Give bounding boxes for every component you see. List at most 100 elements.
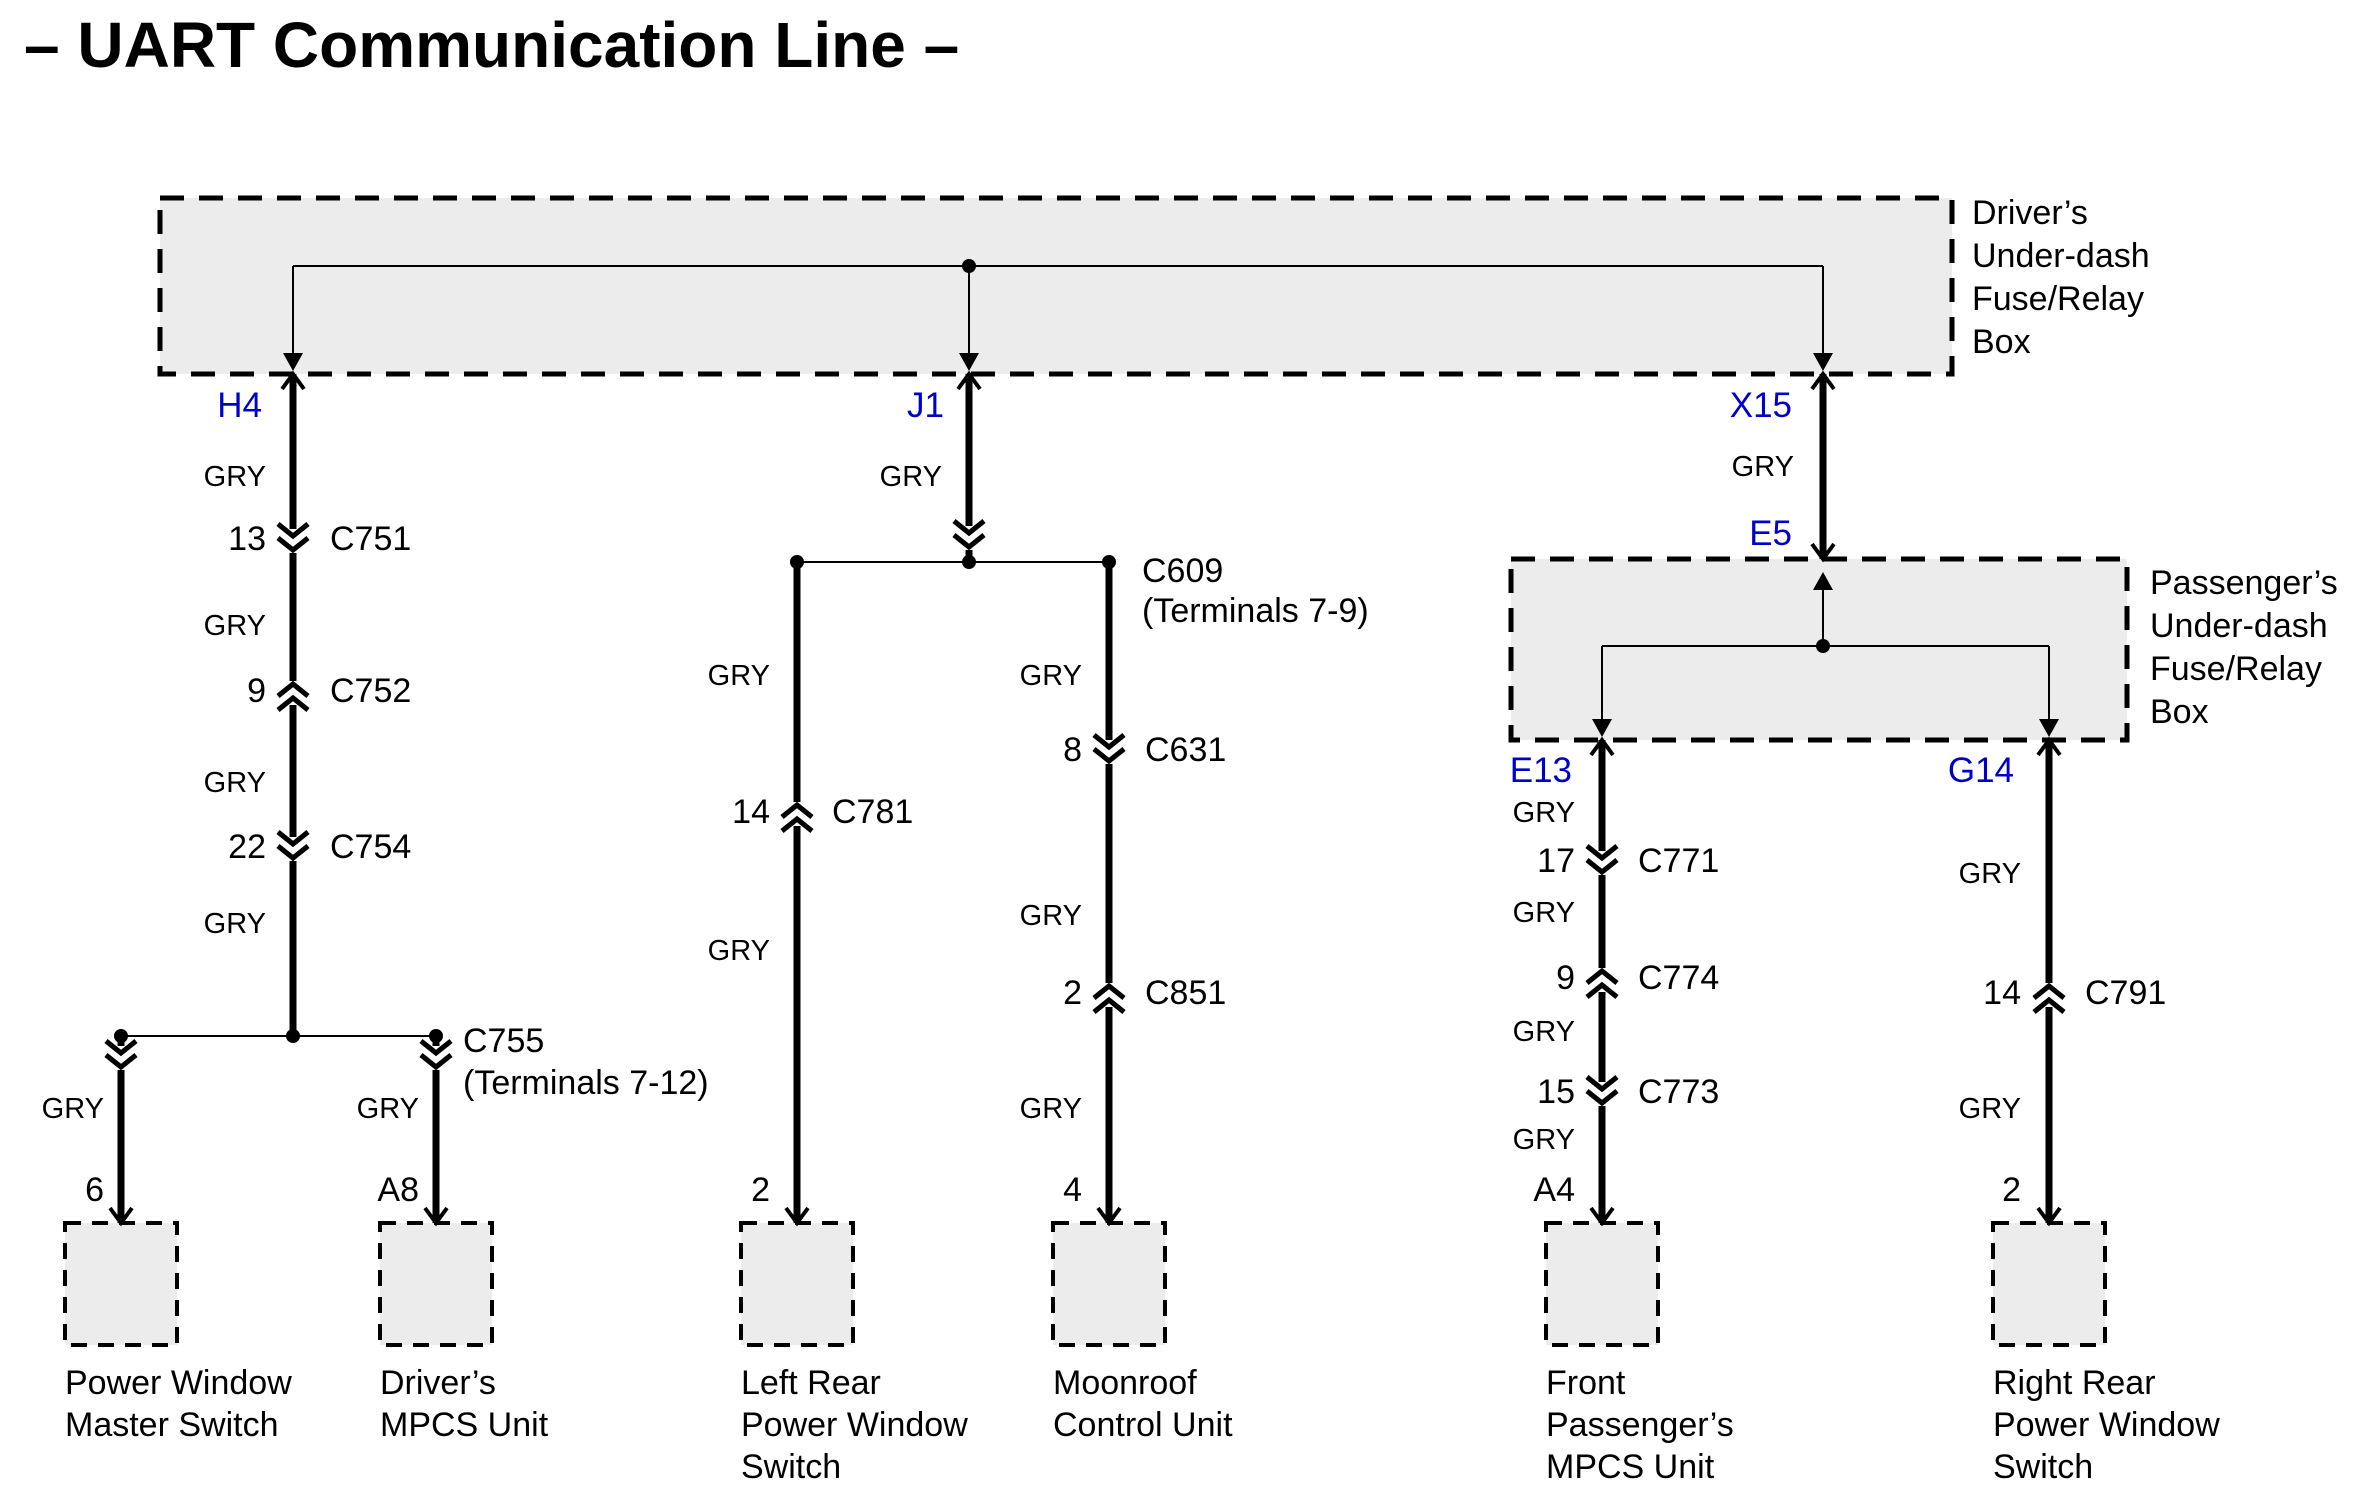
connector-name-c781: C781 [832,793,914,831]
arrow-down-h4 [283,353,303,371]
driver-fusebox-label-line: Box [1972,323,2031,361]
component-name-line: Right Rear [1993,1364,2156,1402]
passenger-fusebox-label-line: Under-dash [2150,607,2328,645]
connector-name-c751: C751 [330,520,412,558]
component-name-line: Switch [1993,1448,2094,1486]
connector-name-c752: C752 [330,672,412,710]
connector-name-c754: C754 [330,828,412,866]
component-name-line: Passenger’s [1546,1406,1734,1444]
terminal-id-e5: E5 [1749,514,1792,553]
driver-fusebox-outline [157,195,1955,377]
component-name-moonroof-control-unit: Moonroof Control Unit [1053,1362,1233,1446]
junction-name-c609: C609 [1142,552,1224,590]
terminal-id-j1: J1 [907,386,944,425]
page-title: – UART Communication Line – [24,9,960,81]
wire-color-label: GRY [1731,451,1794,483]
wire-color-label: GRY [1512,1124,1575,1156]
wire-color-label: GRY [1512,1016,1575,1048]
connector-chevron-c773 [1585,1075,1619,1107]
component-name-line: Front [1546,1364,1626,1402]
component-name-power-window-master-switch: Power Window Master Switch [65,1362,292,1446]
connector-chevron-c752 [276,680,310,712]
pin-number-c754: 22 [228,828,266,866]
component-name-line: Left Rear [741,1364,881,1402]
component-name-line: MPCS Unit [380,1406,549,1444]
wire-color-label: GRY [1019,660,1082,692]
pin-number-c851: 2 [1063,974,1082,1012]
junction-note-c755: (Terminals 7-12) [463,1064,709,1102]
wire-color-label: GRY [1512,897,1575,929]
component-name-line: Moonroof [1053,1364,1197,1402]
connector-chevron-c791 [2032,982,2066,1014]
component-name-left-rear-power-window-switch: Left Rear Power Window Switch [741,1362,968,1488]
terminal-id-g14: G14 [1947,751,2014,790]
pin-number-c751: 13 [228,520,266,558]
pin-number-c774: 9 [1556,959,1575,997]
wire-color-label: GRY [1958,1093,2021,1125]
component-name-line: Driver’s [380,1364,496,1402]
wire-color-label: GRY [879,461,942,493]
connector-name-c631: C631 [1145,731,1227,769]
wire-color-label: GRY [41,1093,104,1125]
component-pin: A4 [1533,1171,1575,1209]
component-pin: A8 [377,1171,419,1209]
connector-name-c774: C774 [1638,959,1720,997]
pin-number-c771: 17 [1537,842,1575,880]
wire-color-label: GRY [1019,900,1082,932]
connector-chevron-c751 [276,522,310,554]
component-box-front-passengers-mpcs-unit [1544,1221,1660,1347]
wire-color-label: GRY [203,908,266,940]
connector-chevron-c755-left [104,1039,138,1071]
pin-number-c781: 14 [732,793,770,831]
wire-color-label: GRY [1958,858,2021,890]
component-name-line: Power Window [1993,1406,2220,1444]
junction-name-c755: C755 [463,1022,545,1060]
component-box-right-rear-power-window-switch [1991,1221,2107,1347]
arrow-up-e5 [1813,572,1833,590]
connector-chevron-c609 [952,519,986,551]
terminal-symbols [108,370,2062,1227]
passenger-fusebox-label-line: Box [2150,693,2209,731]
pin-number-c752: 9 [247,672,266,710]
junction-note-c609: (Terminals 7-9) [1142,592,1369,630]
connector-chevron-c781 [780,801,814,833]
connector-chevron-c754 [276,830,310,862]
component-box-left-rear-power-window-switch [739,1221,855,1347]
connector-chevron-c755-right [419,1039,453,1071]
wire-color-label: GRY [707,935,770,967]
wire-color-label: GRY [203,767,266,799]
arrow-down-g14 [2039,719,2059,737]
component-name-line: Power Window [65,1364,292,1402]
component-name-line: Power Window [741,1406,968,1444]
component-name-drivers-mpcs-unit: Driver’s MPCS Unit [380,1362,548,1446]
wire-color-label: GRY [1512,797,1575,829]
pin-number-c791: 14 [1983,974,2021,1012]
wire-color-label: GRY [203,461,266,493]
driver-fusebox-label: Driver’s Under-dash Fuse/Relay Box [1972,192,2150,364]
connector-chevron-c774 [1585,967,1619,999]
driver-fusebox-label-line: Fuse/Relay [1972,280,2144,318]
wire-color-label: GRY [1019,1093,1082,1125]
component-name-line: MPCS Unit [1546,1448,1715,1486]
terminal-id-h4: H4 [217,386,262,425]
component-pin: 4 [1063,1171,1082,1209]
wire-color-label: GRY [203,610,266,642]
terminal-id-x15: X15 [1729,386,1792,425]
driver-fusebox-label-line: Driver’s [1972,194,2088,232]
connector-chevron-c631 [1092,733,1126,765]
junction-dots [114,259,1830,1043]
arrowheads [283,353,2059,737]
driver-fusebox-label-line: Under-dash [1972,237,2150,275]
component-name-front-passengers-mpcs-unit: Front Passenger’s MPCS Unit [1546,1362,1734,1488]
component-boxes [63,1221,2107,1347]
passenger-fusebox-label-line: Fuse/Relay [2150,650,2322,688]
passenger-fusebox-label-line: Passenger’s [2150,564,2338,602]
connector-chevron-c771 [1585,844,1619,876]
pin-number-c773: 15 [1537,1073,1575,1111]
wire-color-label: GRY [707,660,770,692]
arrow-down-j1 [959,353,979,371]
fuse-relay-boxes [157,195,2130,743]
terminal-id-e13: E13 [1509,751,1572,790]
